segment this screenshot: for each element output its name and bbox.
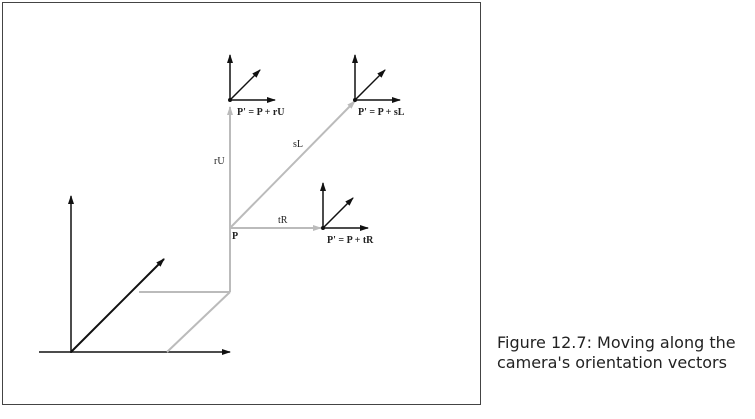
frame-right — [320, 182, 369, 231]
world-z-axis — [70, 258, 165, 353]
label-sl: sL — [293, 139, 303, 150]
vector-sl — [229, 100, 356, 229]
projection-lines — [139, 228, 231, 353]
frame-up — [227, 54, 276, 103]
world-axes — [39, 195, 231, 355]
equation-right: P' = P + tR — [327, 235, 374, 246]
displacement-vectors — [227, 100, 356, 231]
figure-frame: P rU sL tR P' = P + rU P' = P + sL P' = … — [2, 2, 481, 405]
equation-look: P' = P + sL — [358, 107, 405, 118]
equation-up: P' = P + rU — [237, 107, 285, 118]
frame-look — [352, 54, 401, 103]
orientation-diagram: P rU sL tR P' = P + rU P' = P + sL P' = … — [39, 54, 405, 355]
label-ru: rU — [214, 156, 225, 167]
figure-caption: Figure 12.7: Moving along the camera's o… — [497, 333, 736, 372]
label-tr: tR — [278, 215, 288, 226]
label-point-p: P — [232, 231, 238, 242]
